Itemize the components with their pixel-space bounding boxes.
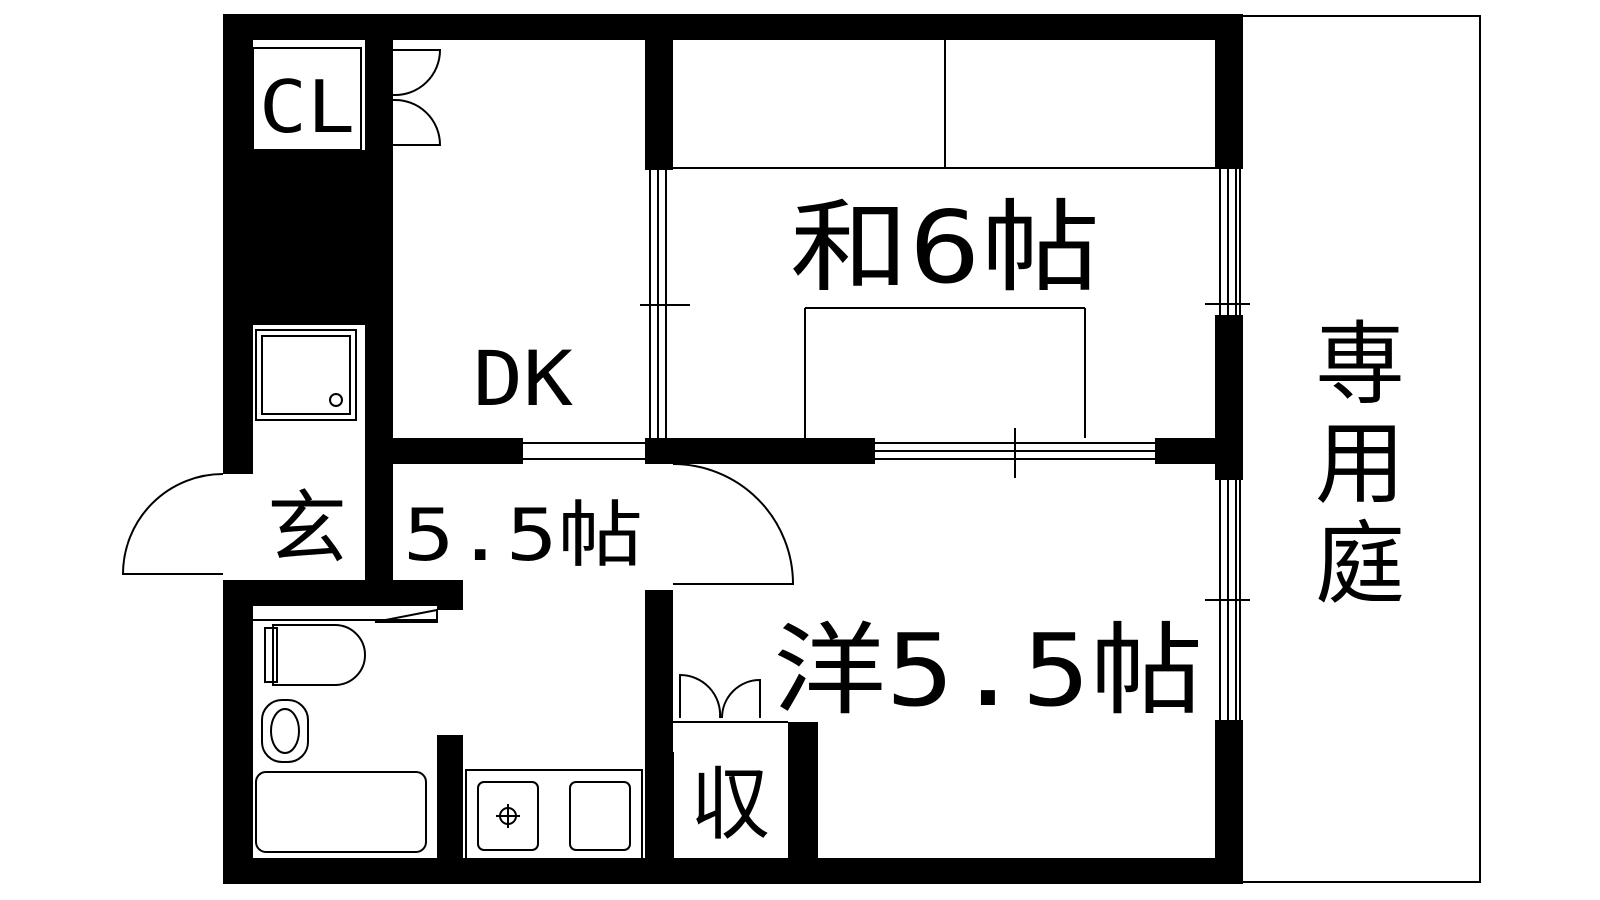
outer-wall-left-lower [223,580,253,884]
bathtub-icon [255,771,427,853]
western-door-swing [672,463,795,585]
wall-entrance-right [365,455,393,581]
storage-door-swing-right [721,678,761,719]
washbasin-icon [261,699,309,763]
private-garden-label: 専用庭 [1315,312,1405,617]
outer-wall-top [223,14,1243,40]
outer-wall-bottom [223,858,1243,884]
wall-mid-left [645,438,875,464]
western-room-label: 洋5.5帖 [773,612,1203,729]
closet-outline [252,47,362,151]
closet-door-swing-top [392,49,442,97]
wall-bath-right [437,580,463,610]
closet-door-swing-bottom [392,98,442,146]
outer-wall-right-top [1215,14,1243,169]
wall-storage-right [788,722,818,872]
dk-size-label: 5.5帖 [403,493,643,577]
dk-label: DK [473,334,573,423]
wall-mid-right [1155,438,1243,464]
sink-icon [569,781,631,851]
wall-washer-right [365,325,393,480]
kitchen-counter [465,769,643,861]
wall-column-left [223,150,393,325]
wall-entrance-bottom [253,580,463,606]
bath-door-mark [374,608,438,623]
washing-machine-icon [255,329,357,421]
storage-label: 収 [690,758,770,851]
wall-cl-right [365,40,393,150]
entrance-label: 玄 [267,482,347,575]
wall-dk-western [645,590,673,875]
wall-dk-japanese [645,40,673,170]
entrance-door-swing [121,473,224,575]
storage-door-swing-left [679,673,722,719]
toilet-icon [264,624,366,686]
japanese-room-label: 和6帖 [790,189,1100,306]
closet-box [253,48,361,150]
gas-stove-icon [477,781,539,851]
outer-wall-right-bottom [1215,720,1243,884]
wall-bath-right-lower [437,735,463,865]
closet-label: CL [259,65,355,149]
wall-dk-mid [393,438,523,464]
